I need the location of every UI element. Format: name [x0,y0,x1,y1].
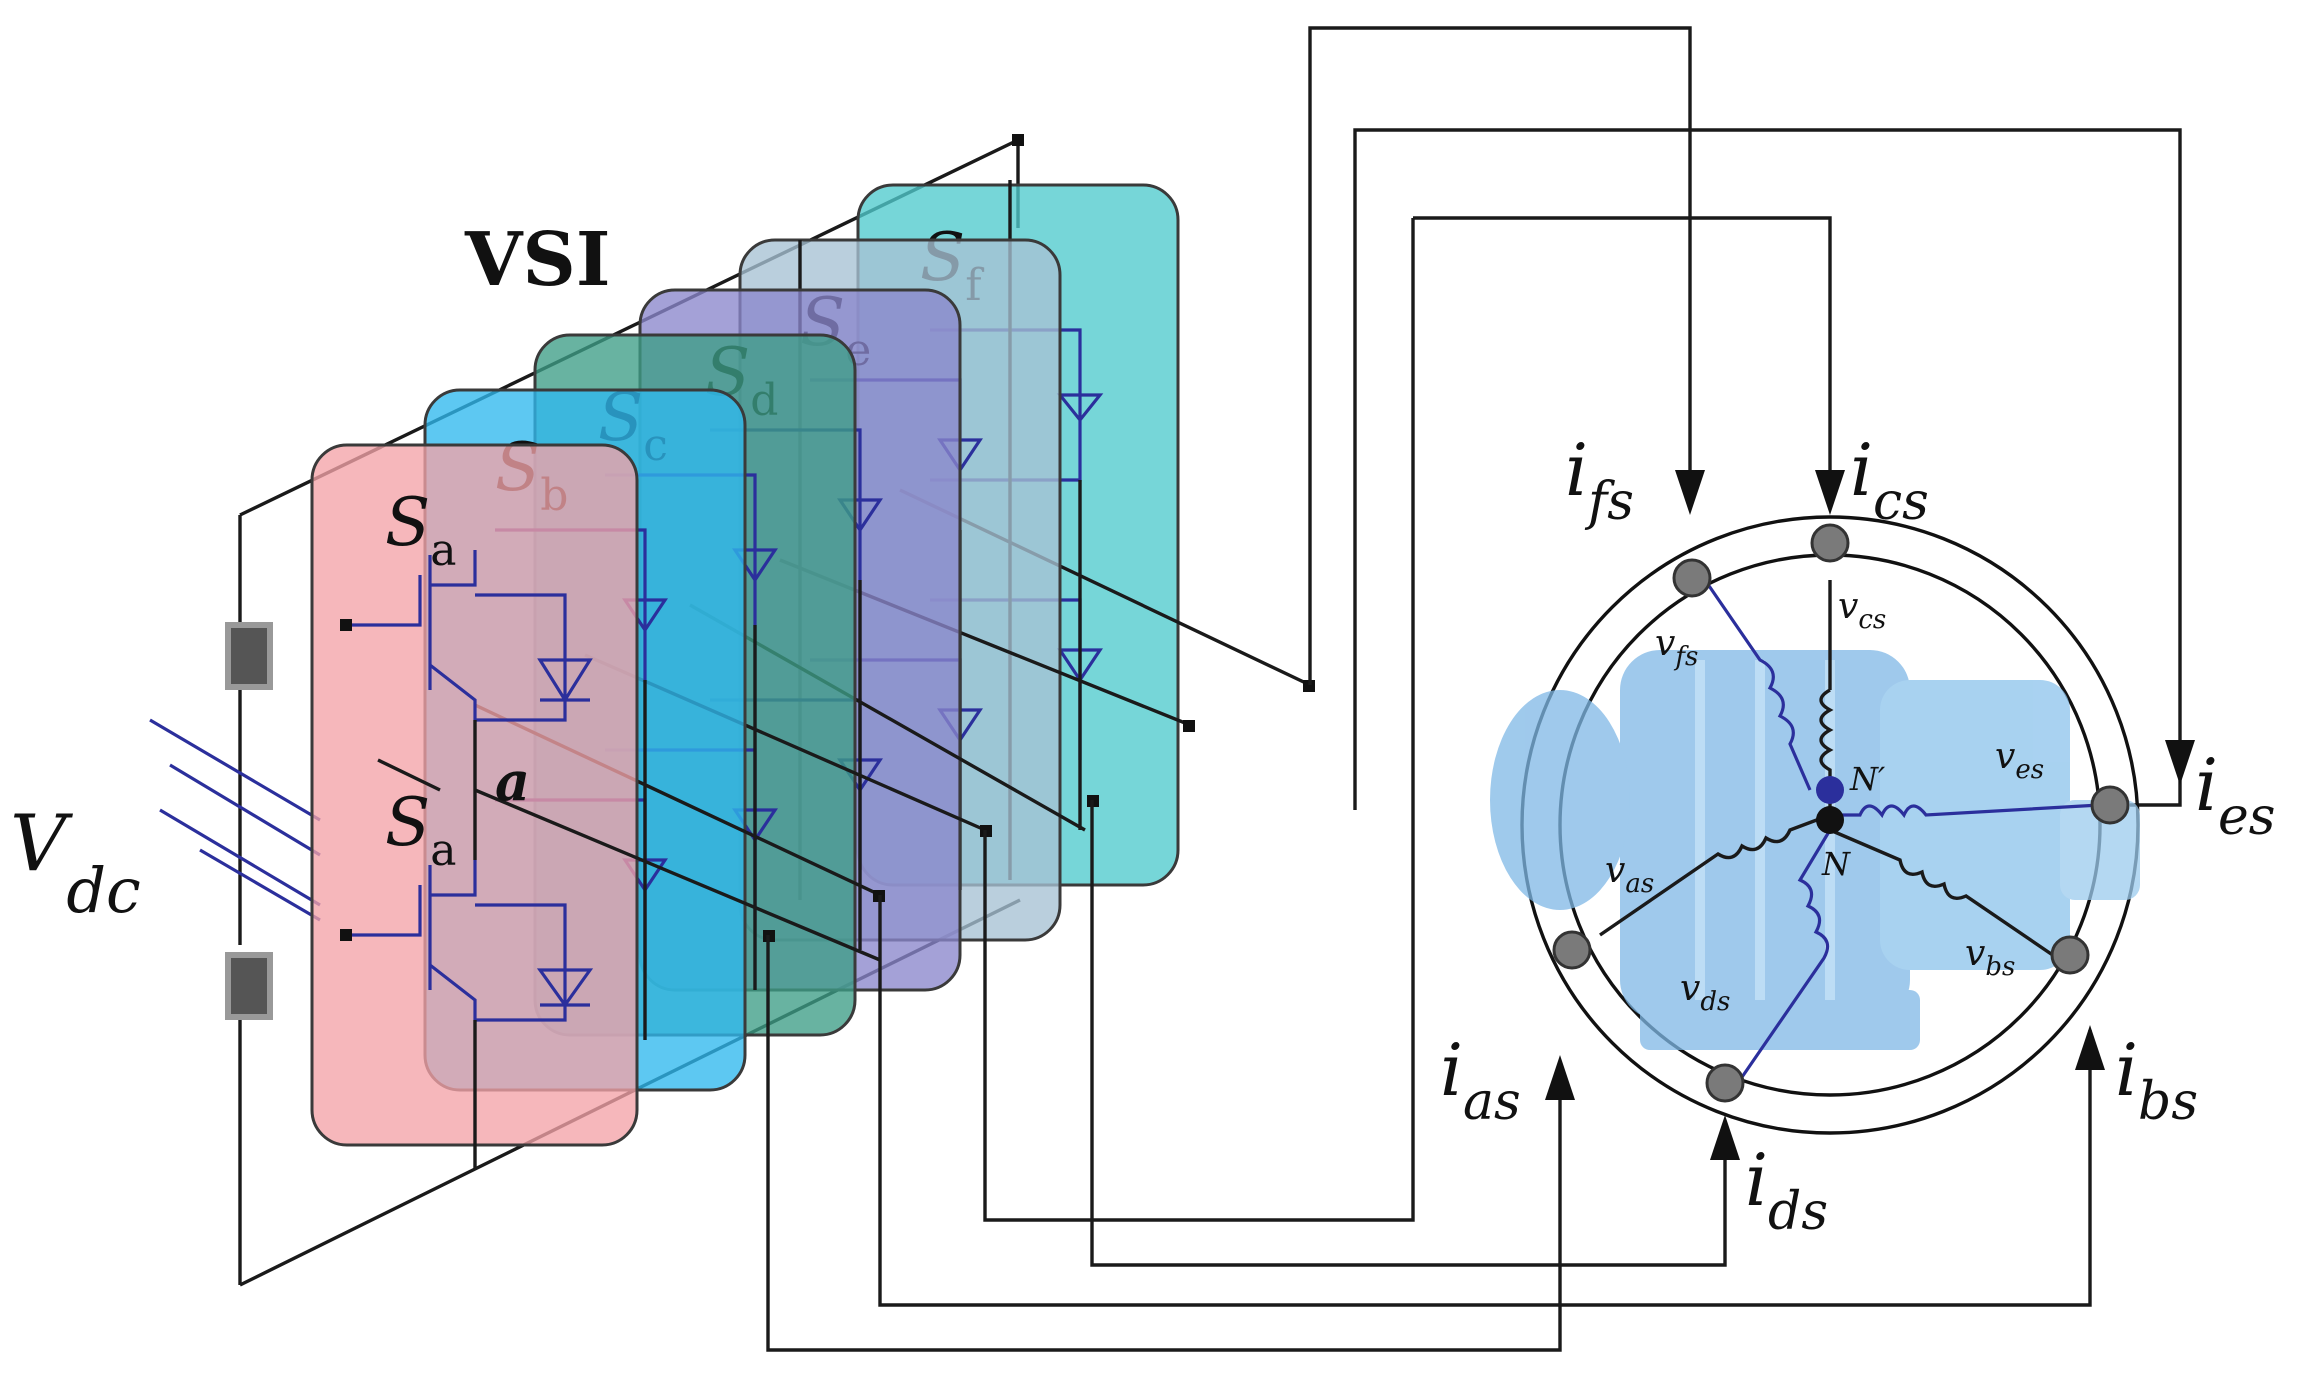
current-label-as: ias [1440,1028,1521,1132]
dc-source: Vdc [10,515,321,1285]
voltage-label-bs: vbs [1965,933,2015,982]
vsi-title: VSI [464,217,610,303]
motor-terminals [1552,523,2130,1103]
neutral-N-label: N [1821,845,1851,883]
inverter-leg-a: Sa Sa a [310,443,881,1170]
voltage-label-cs: vcs [1838,586,1886,635]
switch-label-a-upper: Sa [385,484,456,576]
current-label-ds: ids [1745,1138,1828,1242]
voltage-label-ds: vds [1680,968,1730,1017]
voltage-label-fs: vfs [1655,623,1698,672]
current-label-es: ies [2195,743,2276,847]
motor: N′ N [1490,515,2140,1135]
current-label-cs: ics [1850,428,1929,532]
dc-positive-terminal [225,622,273,690]
vdc-label: Vdc [10,799,141,927]
current-labels: ifs ics ies ias ids ibs [1440,428,2276,1242]
switch-label-a-lower: Sa [385,784,456,876]
current-label-fs: ifs [1565,428,1634,532]
neutral-Nprime-node [1816,776,1844,804]
neutral-Nprime-label: N′ [1849,760,1886,798]
stator-windings [1599,579,2101,1081]
phase-a-label: a [495,749,530,813]
voltage-label-es: ves [1995,736,2044,785]
phase-wiring [766,26,2195,1352]
dc-negative-terminal [225,952,273,1020]
neutral-N-node [1816,806,1844,834]
voltage-label-as: vas [1605,850,1654,899]
voltage-labels: vcs vfs ves vas vbs vds [1605,586,2044,1017]
current-label-bs: ibs [2115,1028,2198,1132]
motor-body [1490,650,2140,1050]
